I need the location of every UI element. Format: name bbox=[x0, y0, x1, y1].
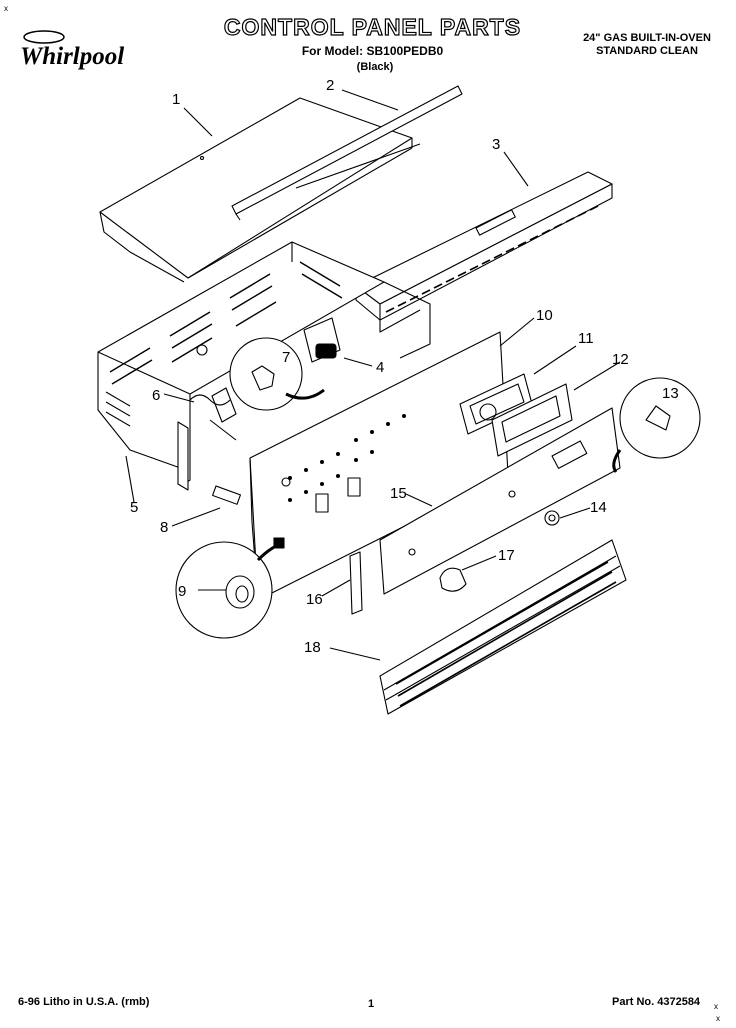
callout-14: 14 bbox=[590, 499, 607, 516]
part-15-overlay-panel bbox=[379, 407, 621, 595]
part-13-callout-circle bbox=[612, 377, 701, 473]
callout-4: 4 bbox=[376, 359, 384, 376]
callout-11: 11 bbox=[578, 330, 594, 347]
page-number: 1 bbox=[368, 998, 375, 1010]
callout-labels: 1 2 3 4 5 6 7 8 9 10 11 12 13 14 15 16 1… bbox=[130, 77, 679, 656]
callout-7: 7 bbox=[282, 349, 290, 366]
part-1-top-cover bbox=[99, 97, 413, 283]
callout-10: 10 bbox=[536, 307, 553, 324]
part-number: Part No. 4372584 bbox=[612, 996, 701, 1008]
leader-lines bbox=[125, 89, 621, 661]
part-4-bracket bbox=[303, 317, 341, 363]
litho-note: 6-96 Litho in U.S.A. (rmb) bbox=[18, 996, 150, 1008]
part-17-knob bbox=[439, 567, 467, 592]
part-5-housing bbox=[97, 241, 431, 491]
callout-17: 17 bbox=[498, 547, 515, 564]
callout-16: 16 bbox=[306, 591, 323, 608]
part-16-strip bbox=[349, 551, 363, 615]
part-14-nut bbox=[544, 510, 560, 526]
part-2-rail bbox=[231, 85, 463, 221]
model-line: For Model: SB100PEDB0 bbox=[301, 44, 444, 58]
whirlpool-logo: Whirlpool bbox=[20, 30, 124, 70]
callout-2: 2 bbox=[326, 77, 334, 94]
callout-5: 5 bbox=[130, 499, 138, 516]
callout-6: 6 bbox=[152, 387, 160, 404]
part-11-window bbox=[459, 373, 533, 435]
callout-3: 3 bbox=[492, 136, 500, 153]
part-8-connector bbox=[212, 485, 241, 505]
corner-mark-bottom: x bbox=[716, 1014, 720, 1023]
part-9-callout-circle bbox=[175, 537, 285, 639]
callout-1: 1 bbox=[172, 91, 180, 108]
callout-8: 8 bbox=[160, 519, 168, 536]
part-18-vent-grille bbox=[379, 539, 627, 715]
part-3-vent-trim bbox=[355, 171, 613, 333]
color-line: (Black) bbox=[356, 61, 394, 73]
corner-mark-top: x bbox=[4, 4, 8, 13]
part-12-glass-frame bbox=[491, 383, 573, 457]
callout-13: 13 bbox=[662, 385, 679, 402]
callout-9: 9 bbox=[178, 583, 186, 600]
oven-type-line: 24" GAS BUILT-IN-OVEN bbox=[583, 32, 711, 44]
part-7-callout-circle bbox=[229, 337, 325, 411]
callout-15: 15 bbox=[390, 485, 407, 502]
corner-mark-bottom-right: x bbox=[714, 1002, 718, 1011]
oven-type: 24" GAS BUILT-IN-OVEN STANDARD CLEAN bbox=[562, 32, 732, 58]
clean-type-line: STANDARD CLEAN bbox=[596, 45, 698, 57]
callout-18: 18 bbox=[304, 639, 321, 656]
part-6-switch bbox=[189, 387, 237, 441]
page-title: CONTROL PANEL PARTS bbox=[223, 13, 522, 40]
callout-12: 12 bbox=[612, 351, 629, 368]
svg-text:Whirlpool: Whirlpool bbox=[20, 43, 124, 70]
